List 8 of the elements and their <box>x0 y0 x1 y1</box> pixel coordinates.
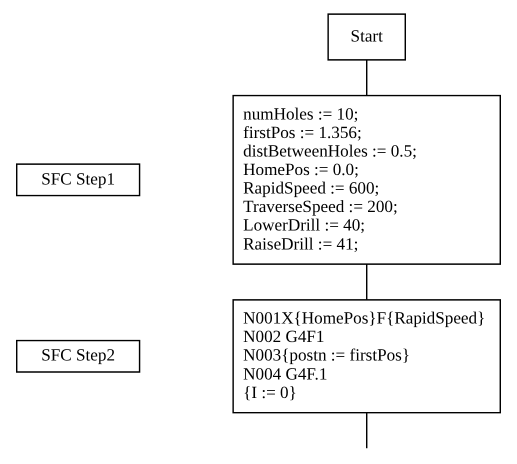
node-box: numHoles := 10; firstPos := 1.356; distBetweenHoles := 0.5; HomePos := 0.0; RapidSpeed := 600; TraverseSpeed := 200; LowerDrill := 40; RaiseDrill := 41; <box>232 94 501 265</box>
node-box: Start <box>327 13 406 61</box>
connector <box>366 60 368 96</box>
connector <box>366 264 368 300</box>
node-box: SFC Step2 <box>16 340 140 373</box>
connector <box>366 413 368 448</box>
node-box: N001X{HomePos}F{RapidSpeed} N002 G4F1 N003{postn := firstPos} N004 G4F.1 {I := 0} <box>232 299 501 414</box>
node-box: SFC Step1 <box>16 163 140 196</box>
